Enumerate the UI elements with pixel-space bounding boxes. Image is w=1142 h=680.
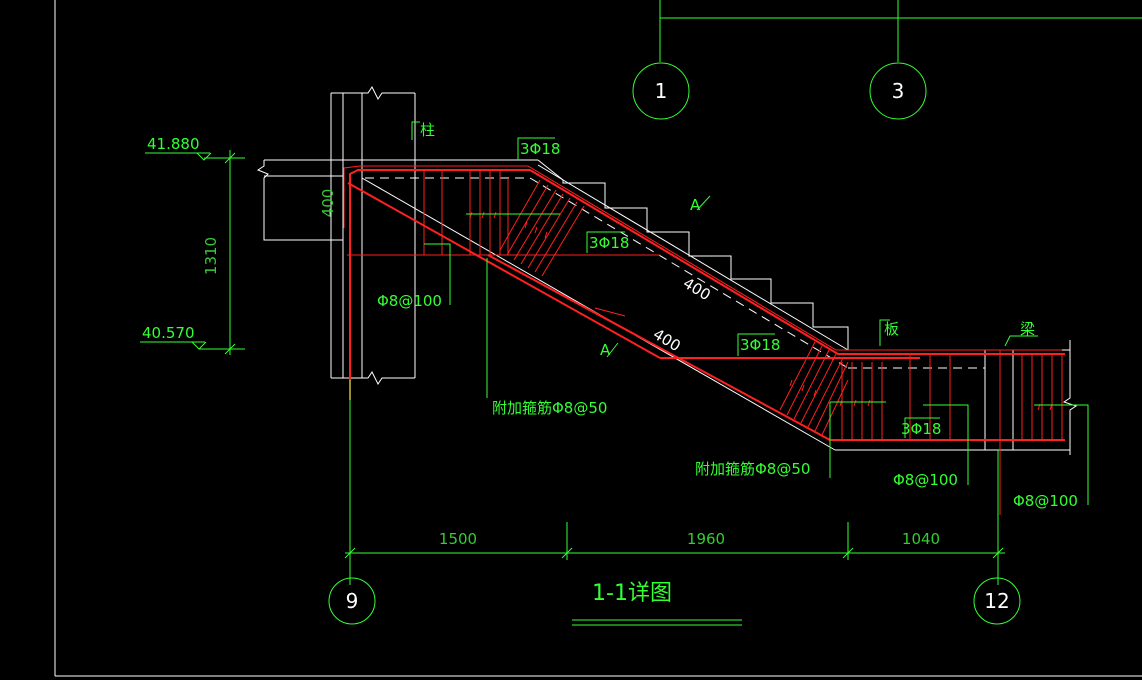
rebar-lower-label: 3Φ18 <box>740 336 780 354</box>
axis-label-3: 3 <box>892 79 905 103</box>
rebar-bottom-label: 3Φ18 <box>901 420 941 438</box>
title-text: 1-1详图 <box>592 581 672 606</box>
upper-diagonal-stirrups <box>469 179 585 277</box>
rebar-top-label: 3Φ18 <box>520 140 560 158</box>
extra-stirrup-label-b: 附加箍筋Φ8@50 <box>695 460 810 478</box>
rebar-leaders <box>424 137 1089 505</box>
stair-slab <box>361 164 985 451</box>
stair-steps <box>537 159 849 350</box>
rebar-mid-label: 3Φ18 <box>589 234 629 252</box>
section-mark-b: A <box>600 341 611 359</box>
section-mark-a: A <box>690 196 701 214</box>
elevation-marks: 41.880 40.570 1310 <box>140 135 245 355</box>
beam-depth-label: 400 <box>319 189 337 218</box>
slab-label: 板 <box>879 319 899 346</box>
axis-label-12: 12 <box>984 589 1009 613</box>
slab-thickness-label-a: 400 <box>680 274 714 304</box>
upper-landing-beam: 400 <box>256 159 538 256</box>
axis-bubble-3[interactable]: 3 <box>869 62 927 120</box>
elevation-upper: 41.880 <box>147 135 200 153</box>
slab-label-text: 板 <box>884 320 899 338</box>
stirrup-right-label: Φ8@100 <box>1013 492 1078 510</box>
dimension-seg2: 1960 <box>687 530 725 548</box>
beam-label-text: 梁 <box>1020 320 1035 338</box>
axis-label-9: 9 <box>346 589 359 613</box>
upper-stirrups <box>423 170 509 255</box>
beam-label: 梁 <box>1004 320 1038 347</box>
extra-stirrup-label-a: 附加箍筋Φ8@50 <box>492 399 607 417</box>
axis-label-1: 1 <box>655 79 668 103</box>
drawing-title: 1-1详图 <box>572 581 742 626</box>
top-axis-lines <box>659 0 1142 62</box>
dimension-seg1: 1500 <box>439 530 477 548</box>
dimension-seg3: 1040 <box>902 530 940 548</box>
column-label-text: 柱 <box>420 121 435 139</box>
column-outline <box>330 86 416 385</box>
column-label: 柱 <box>411 121 435 140</box>
drawing-frame <box>54 0 1142 677</box>
axis-bubble-1[interactable]: 1 <box>632 62 690 120</box>
stirrup-mid-label: Φ8@100 <box>893 471 958 489</box>
axis-bubble-9[interactable]: 9 <box>328 577 376 625</box>
bottom-dimensions: 1500 1960 1040 <box>344 380 1005 585</box>
stirrup-left-label: Φ8@100 <box>377 292 442 310</box>
elevation-lower: 40.570 <box>142 324 195 342</box>
elevation-height: 1310 <box>202 237 220 275</box>
axis-bubble-12[interactable]: 12 <box>973 577 1021 625</box>
rebar-label-texts: 3Φ18 3Φ18 3Φ18 3Φ18 Φ8@100 Φ8@100 Φ8@100… <box>377 140 1078 510</box>
lower-diagonal-stirrups <box>779 341 1063 515</box>
